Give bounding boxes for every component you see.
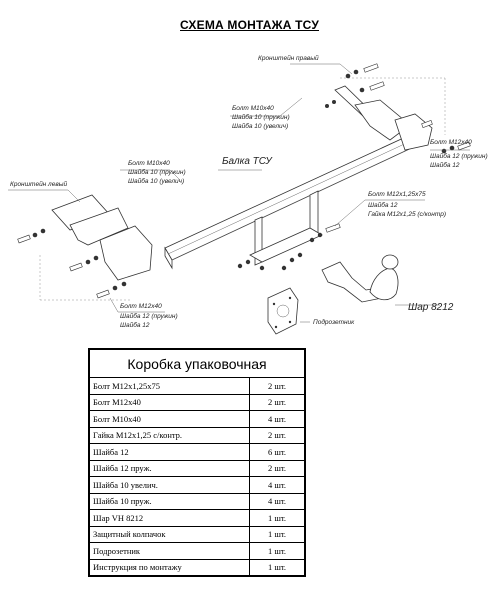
item-name: Шайба 10 пруж. <box>88 492 250 510</box>
item-qty: 4 шт. <box>249 492 306 510</box>
label-bolt-m10-top-2: Шайба 10 (пружин) <box>232 113 290 121</box>
item-qty: 2 шт. <box>249 377 306 395</box>
label-bolt-m12-right-1: Болт М12х40 <box>430 139 472 146</box>
label-bolt-m12-left-2: Шайба 12 (пружин) <box>120 312 178 320</box>
table-title: Коробка упаковочная <box>88 348 306 378</box>
item-qty: 1 шт. <box>249 542 306 560</box>
table-row: Шайба 10 увелич.4 шт. <box>88 476 306 494</box>
label-bracket-right: Кронштейн правый <box>258 54 319 62</box>
label-bolt-m12x125-2: Шайба 12 <box>368 201 398 209</box>
item-qty: 2 шт. <box>249 426 306 444</box>
item-name: Гайка М12х1,25 с/контр. <box>88 426 250 444</box>
label-bolt-m12x125-3: Гайка М12х1,25 (с/контр) <box>368 210 446 218</box>
item-qty: 6 шт. <box>249 443 306 461</box>
label-bolt-m10-left-3: Шайба 10 (увелич) <box>128 177 184 185</box>
label-bolt-m10-left-2: Шайба 10 (пружин) <box>128 168 186 176</box>
item-qty: 1 шт. <box>249 509 306 527</box>
fasteners <box>17 63 471 299</box>
label-bolt-m10-top-3: Шайба 10 (увелич) <box>232 122 288 130</box>
item-name: Подрозетник <box>88 542 250 560</box>
table-row: Шайба 10 пруж.4 шт. <box>88 492 306 510</box>
item-name: Шайба 10 увелич. <box>88 476 250 494</box>
label-socket-plate: Подрозетник <box>313 318 355 326</box>
item-qty: 2 шт. <box>249 393 306 411</box>
table-row: Шайба 12 пруж.2 шт. <box>88 459 306 477</box>
item-name: Болт М12х1,25х75 <box>88 377 250 395</box>
item-name: Шайба 12 <box>88 443 250 461</box>
assembly-diagram: Кронштейн правый Болт М10х40 Шайба 10 (п… <box>8 54 488 335</box>
item-qty: 2 шт. <box>249 459 306 477</box>
label-bolt-m10-left-1: Болт М10х40 <box>128 160 170 167</box>
item-name: Инструкция по монтажу <box>88 558 250 577</box>
item-qty: 4 шт. <box>249 410 306 428</box>
label-beam: Балка ТСУ <box>222 156 273 167</box>
bracket-left <box>39 194 153 301</box>
page-title: СХЕМА МОНТАЖА ТСУ <box>180 18 319 32</box>
leader-lines <box>8 63 470 323</box>
item-name: Шайба 12 пруж. <box>88 459 250 477</box>
tow-ball <box>321 254 399 303</box>
label-bolt-m12-left-1: Болт М12х40 <box>120 303 162 310</box>
label-bolt-m12-left-3: Шайба 12 <box>120 321 150 329</box>
label-ball: Шар 8212 <box>408 302 454 313</box>
item-name: Болт М10х40 <box>88 410 250 428</box>
item-qty: 4 шт. <box>249 476 306 494</box>
table-row: Гайка М12х1,25 с/контр.2 шт. <box>88 426 306 444</box>
item-name: Шар VH 8212 <box>88 509 250 527</box>
label-bolt-m12-right-2: Шайба 12 (пружин) <box>430 152 488 160</box>
bracket-right <box>334 77 446 151</box>
label-bolt-m10-top-1: Болт М10х40 <box>232 105 274 112</box>
socket-plate <box>267 287 299 335</box>
item-name: Защитный колпачок <box>88 525 250 543</box>
label-bracket-left: Кронштейн левый <box>10 180 68 188</box>
item-name: Болт М12х40 <box>88 393 250 411</box>
label-bolt-m12-right-3: Шайба 12 <box>430 161 460 169</box>
item-qty: 1 шт. <box>249 525 306 543</box>
label-bolt-m12x125-1: Болт М12х1,25х75 <box>368 191 426 198</box>
item-qty: 1 шт. <box>249 558 306 577</box>
